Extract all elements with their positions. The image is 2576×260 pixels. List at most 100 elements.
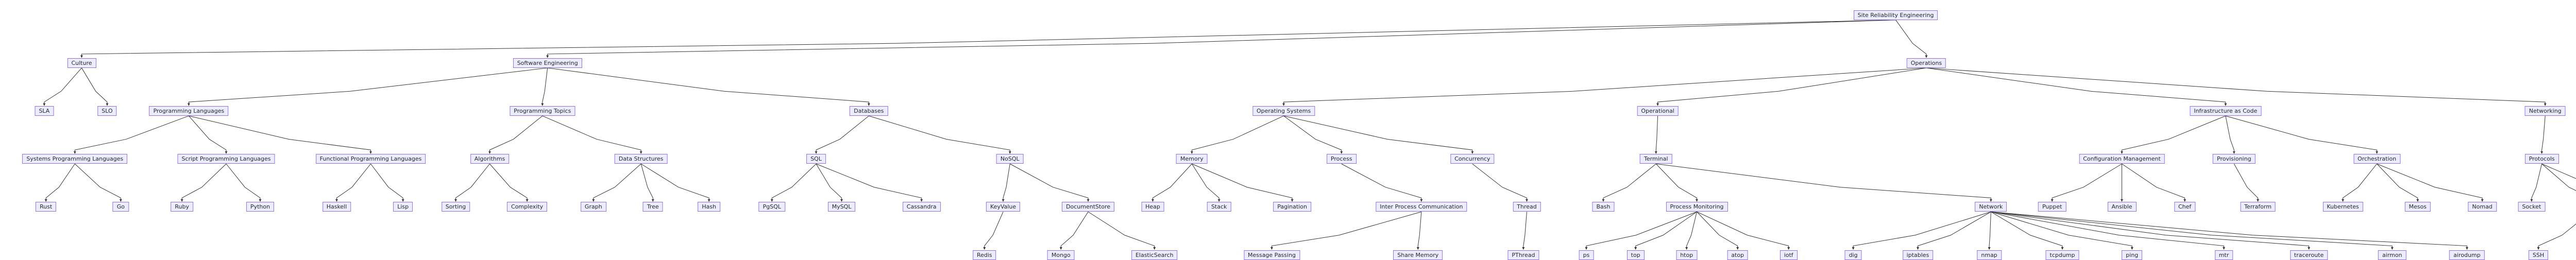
tree-edge-sre-to-ops [1895,20,1928,58]
tree-node-ps[interactable]: ps [1579,250,1594,260]
tree-node-iotop[interactable]: iotf [1780,250,1798,260]
tree-node-label: Python [250,203,270,211]
tree-node-graph[interactable]: Graph [580,202,606,212]
tree-node-concurrency[interactable]: Concurrency [1450,154,1495,164]
tree-node-scrlang[interactable]: Script Programming Languages [177,154,275,164]
tree-node-ssh[interactable]: SSH [2528,250,2549,260]
tree-node-redis[interactable]: Redis [972,250,996,260]
tree-node-cassandra[interactable]: Cassandra [902,202,941,212]
tree-node-iac[interactable]: Infrastructure as Code [2190,106,2262,116]
tree-node-label: Mesos [2409,203,2427,211]
tree-node-sorting[interactable]: Sorting [441,202,470,212]
tree-node-nomad[interactable]: Nomad [2468,202,2497,212]
tree-node-label: Infrastructure as Code [2194,108,2258,115]
tree-edge-network-to-iptables [1917,211,1991,250]
tree-node-kubernetes[interactable]: Kubernetes [2323,202,2363,212]
tree-node-tcpdump[interactable]: tcpdump [2045,250,2079,260]
tree-node-ruby[interactable]: Ruby [171,202,193,212]
tree-node-keyvalue[interactable]: KeyValue [986,202,1021,212]
tree-node-opsys[interactable]: Operating Systems [1252,106,1315,116]
tree-node-protocols[interactable]: Protocols [2524,154,2559,164]
tree-node-docstore[interactable]: DocumentStore [1062,202,1115,212]
tree-node-procmon[interactable]: Process Monitoring [1666,202,1728,212]
tree-node-traceroute[interactable]: traceroute [2290,250,2328,260]
tree-edge-confmgmt-to-chef [2122,163,2187,202]
tree-node-socket[interactable]: Socket [2518,202,2546,212]
tree-node-confmgmt[interactable]: Configuration Management [2079,154,2165,164]
tree-node-label: htop [1680,251,1693,258]
tree-node-chef[interactable]: Chef [2174,202,2196,212]
tree-node-stack[interactable]: Stack [1207,202,1231,212]
tree-node-heap[interactable]: Heap [1141,202,1164,212]
tree-node-bash[interactable]: Bash [1592,202,1615,212]
tree-node-nosql[interactable]: NoSQL [996,154,1024,164]
tree-node-complexity[interactable]: Complexity [507,202,548,212]
tree-edge-datastruct-to-hash [640,163,710,202]
tree-node-dig[interactable]: dig [1844,250,1862,260]
tree-node-thread[interactable]: Thread [1513,202,1541,212]
tree-node-elastic[interactable]: ElasticSearch [1131,250,1178,260]
tree-node-puppet[interactable]: Puppet [2038,202,2066,212]
tree-node-hash[interactable]: Hash [698,202,721,212]
tree-edge-procmon-to-iotop [1697,211,1790,250]
tree-node-sre[interactable]: Site Reliability Engineering [1853,10,1938,20]
tree-node-pthread[interactable]: PThread [1507,250,1539,260]
tree-node-ops[interactable]: Operations [1906,58,1946,68]
tree-node-mesos[interactable]: Mesos [2404,202,2431,212]
tree-edge-funclang-to-lisp [370,163,404,202]
tree-node-datastruct[interactable]: Data Structures [614,154,668,164]
tree-node-culture[interactable]: Culture [67,58,96,68]
tree-node-orchestration[interactable]: Orchestration [2353,154,2401,164]
tree-node-lisp[interactable]: Lisp [393,202,413,212]
tree-node-label: Complexity [511,203,544,211]
tree-node-label: Configuration Management [2083,155,2161,163]
tree-node-terraform[interactable]: Terraform [2240,202,2276,212]
tree-node-pgsql[interactable]: PgSQL [758,202,785,212]
tree-node-iptables[interactable]: iptables [1902,250,1934,260]
tree-node-databases[interactable]: Databases [850,106,888,116]
tree-node-pagination[interactable]: Pagination [1273,202,1311,212]
tree-node-airodump[interactable]: airodump [2449,250,2485,260]
tree-node-ping[interactable]: ping [2122,250,2143,260]
tree-edge-networking-to-protocols [2540,116,2546,154]
tree-node-provisioning[interactable]: Provisioning [2213,154,2256,164]
tree-node-atop[interactable]: atop [1727,250,1749,260]
tree-node-sla[interactable]: SLA [35,106,54,116]
tree-node-algorithms[interactable]: Algorithms [470,154,510,164]
tree-node-terminal[interactable]: Terminal [1640,154,1672,164]
tree-node-mtr[interactable]: mtr [2214,250,2233,260]
tree-node-airmon[interactable]: airmon [2378,250,2406,260]
tree-node-label: Ansible [2111,203,2132,211]
tree-node-haskell[interactable]: Haskell [322,202,351,212]
tree-node-slo[interactable]: SLO [97,106,117,116]
tree-node-network[interactable]: Network [1975,202,2007,212]
tree-node-memory[interactable]: Memory [1176,154,1208,164]
tree-node-funclang[interactable]: Functional Programming Languages [315,154,426,164]
tree-node-mongo[interactable]: Mongo [1047,250,1075,260]
tree-edge-sql-to-mysql [816,163,843,202]
tree-node-htop[interactable]: htop [1676,250,1698,260]
tree-node-sql[interactable]: SQL [806,154,826,164]
tree-node-sharemem[interactable]: Share Memory [1393,250,1443,260]
tree-node-ansible[interactable]: Ansible [2107,202,2137,212]
tree-node-swe[interactable]: Software Engineering [513,58,582,68]
tree-node-ipc[interactable]: Inter Process Communication [1376,202,1467,212]
tree-node-nmap[interactable]: nmap [1977,250,2002,260]
tree-node-rust[interactable]: Rust [36,202,57,212]
tree-node-go[interactable]: Go [112,202,129,212]
tree-node-python[interactable]: Python [246,202,275,212]
tree-node-syslang[interactable]: Systems Programming Languages [22,154,128,164]
tree-node-label: Pagination [1277,203,1307,211]
tree-node-label: Protocols [2529,155,2555,163]
tree-node-proglang[interactable]: Programming Languages [149,106,229,116]
tree-node-process[interactable]: Process [1326,154,1357,164]
tree-node-networking[interactable]: Networking [2524,106,2566,116]
tree-node-progtopic[interactable]: Programming Topics [510,106,575,116]
tree-edge-sql-to-cassandra [816,163,923,202]
tree-node-operational[interactable]: Operational [1637,106,1679,116]
tree-node-top[interactable]: top [1626,250,1645,260]
tree-node-msgpass[interactable]: Message Passing [1243,250,1300,260]
tree-node-tree[interactable]: Tree [642,202,663,212]
tree-edge-scrlang-to-python [226,163,262,202]
tree-node-mysql[interactable]: MySQL [827,202,856,212]
